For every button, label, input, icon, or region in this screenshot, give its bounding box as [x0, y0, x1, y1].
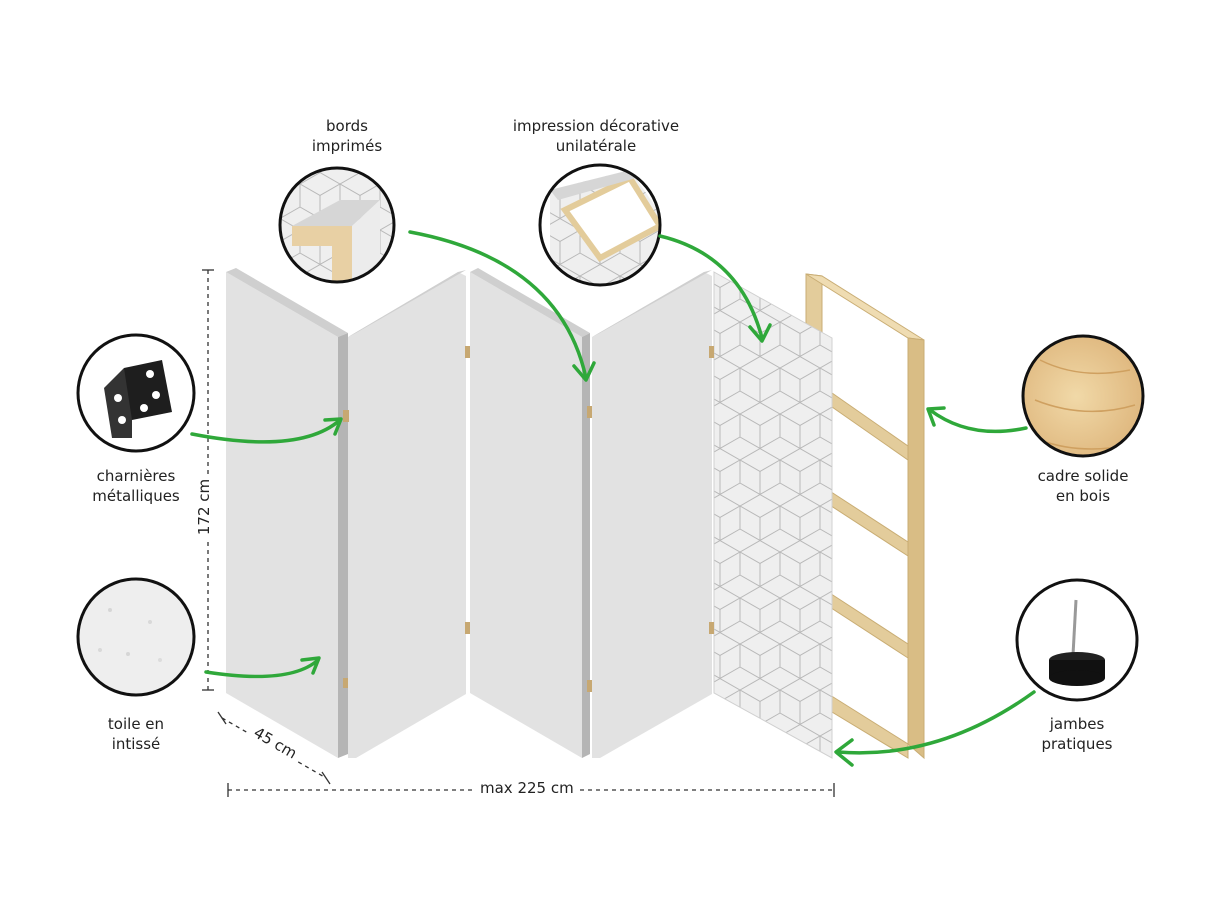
callout-printed-edges: [278, 166, 396, 284]
label-charnieres-metalliques: charnières métalliques: [76, 466, 196, 506]
label-bords-imprimes: bords imprimés: [297, 116, 397, 156]
label-charnieres-line1: charnières: [96, 467, 176, 485]
label-toile-line1: toile en: [107, 715, 165, 733]
label-cadre-line1: cadre solide: [1037, 467, 1129, 485]
callout-metal-hinges: [76, 333, 196, 453]
label-charnieres-line2: métalliques: [92, 487, 180, 505]
label-cadre-line2: en bois: [1055, 487, 1111, 505]
panel-2: [348, 270, 466, 758]
hinges: [343, 346, 714, 692]
label-bords-line2: imprimés: [311, 137, 383, 155]
callout-arrows: [190, 230, 1036, 767]
callout-decorative-print: [538, 163, 662, 287]
panel-3: [470, 268, 590, 758]
callout-wood-frame: [1021, 334, 1145, 458]
label-cadre-solide: cadre solide en bois: [1013, 466, 1153, 506]
label-jambes-line2: pratiques: [1041, 735, 1113, 753]
panel-4: [592, 270, 712, 758]
dimension-total-width: max 225 cm: [476, 779, 578, 797]
dimension-height: 172 cm: [195, 474, 214, 540]
label-bords-line1: bords: [326, 117, 368, 135]
label-toile-line2: intissé: [111, 735, 161, 753]
label-impression-line1: impression décorative: [512, 117, 680, 135]
label-impression-line2: unilatérale: [555, 137, 637, 155]
label-impression-decorative: impression décorative unilatérale: [486, 116, 706, 156]
panel-5-patterned: [713, 271, 833, 759]
callout-nonwoven-fabric: [76, 577, 196, 697]
callout-practical-feet: [1015, 578, 1139, 702]
panel-1: [226, 268, 348, 758]
label-toile-intisse: toile en intissé: [76, 714, 196, 754]
label-jambes-line1: jambes: [1049, 715, 1105, 733]
label-jambes-pratiques: jambes pratiques: [1017, 714, 1137, 754]
